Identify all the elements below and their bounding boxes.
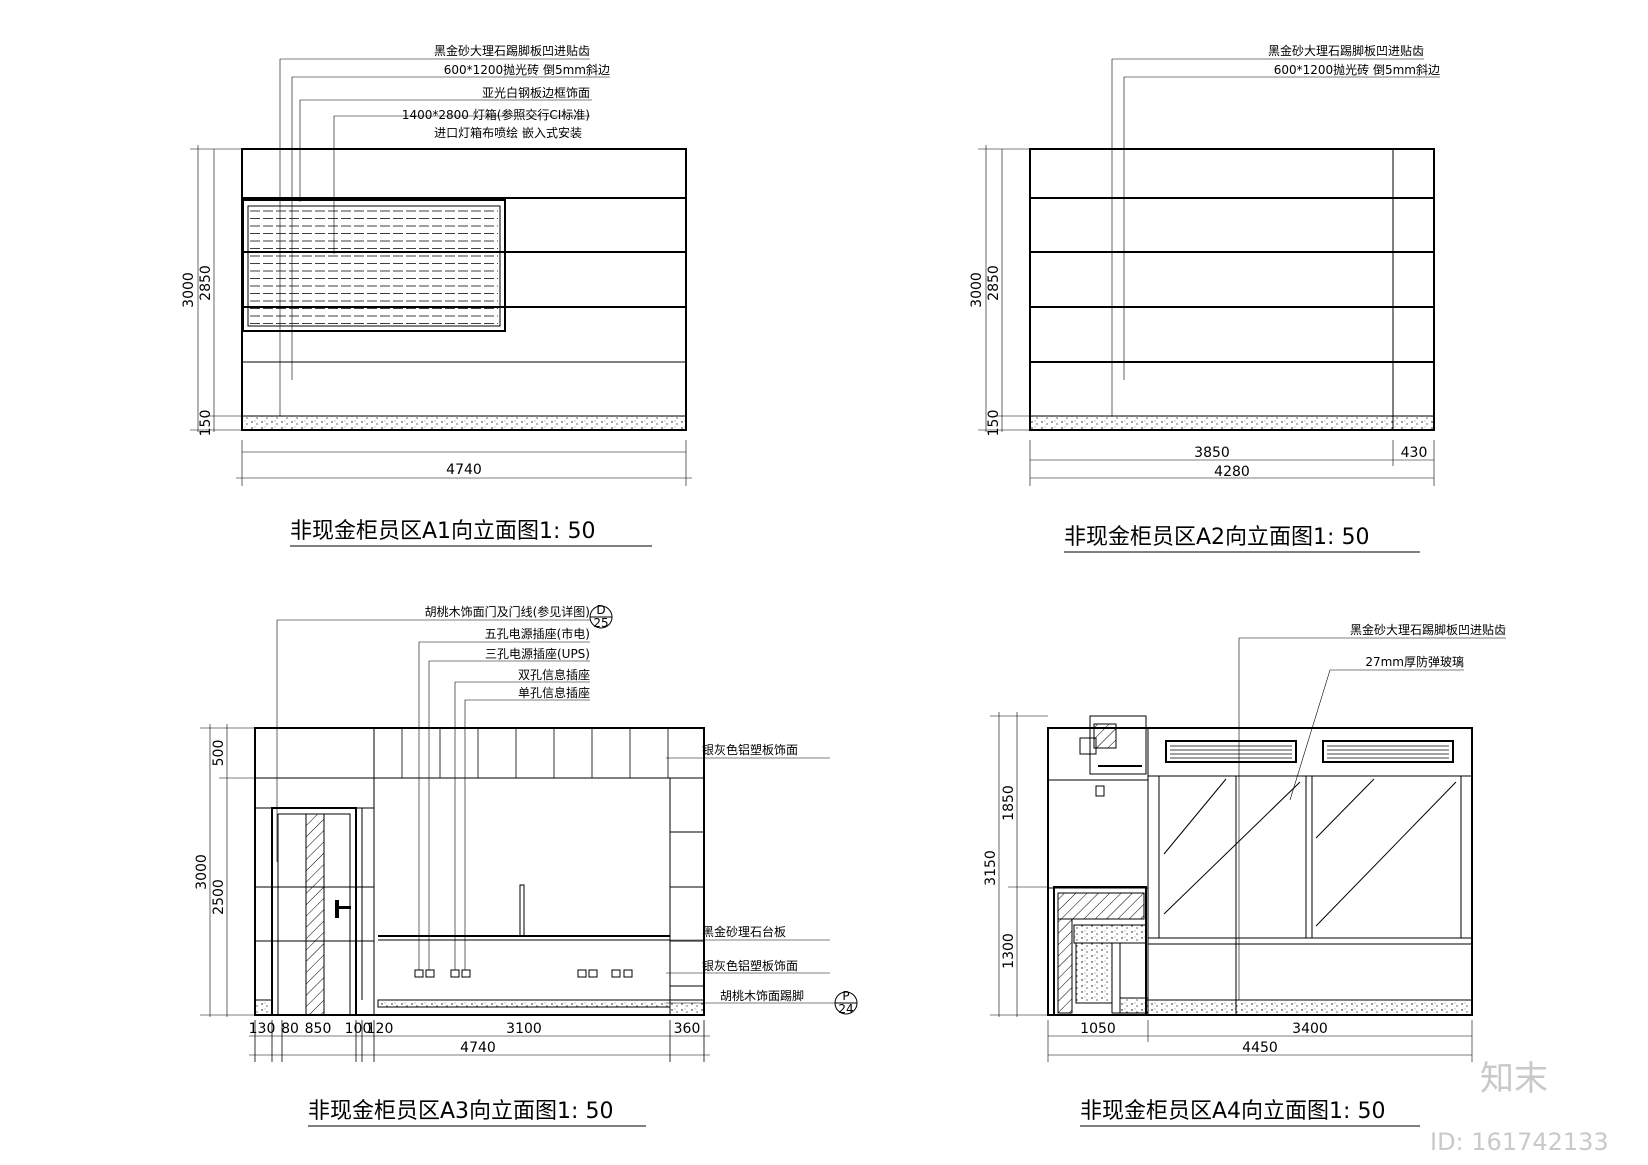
a3-side-note-4: 胡桃木饰面踢脚 bbox=[720, 988, 804, 1003]
a1-note-2: 600*1200抛光砖 倒5mm斜边 bbox=[444, 62, 610, 77]
a4-dim-4450: 4450 bbox=[1242, 1040, 1278, 1056]
a1-lightbox bbox=[242, 199, 506, 332]
a2-dim-3000: 3000 bbox=[969, 272, 985, 308]
a4-dim-3400: 3400 bbox=[1292, 1021, 1328, 1037]
a3-dim-4740: 4740 bbox=[460, 1040, 496, 1056]
a2-note-2: 600*1200抛光砖 倒5mm斜边 bbox=[1274, 62, 1440, 77]
a1-dim-2850: 2850 bbox=[198, 265, 214, 301]
a3-door-handle bbox=[335, 900, 339, 918]
a2-dim-2850: 2850 bbox=[986, 265, 1002, 301]
a3-dim-3000: 3000 bbox=[194, 854, 210, 890]
a2-dim-3850: 3850 bbox=[1194, 445, 1230, 461]
a3-dim-100: 100 bbox=[345, 1021, 372, 1037]
a3-note-4: 双孔信息插座 bbox=[518, 667, 590, 682]
a3-sockets bbox=[414, 969, 633, 978]
a4-equipment bbox=[1089, 715, 1147, 775]
a1-dim-3000: 3000 bbox=[181, 272, 197, 308]
a3-door-glass bbox=[305, 813, 325, 1016]
a3-dim-850: 850 bbox=[305, 1021, 332, 1037]
a1-dim-150: 150 bbox=[198, 410, 214, 437]
drawing-a1: 黑金砂大理石踢脚板凹进贴齿 600*1200抛光砖 倒5mm斜边 亚光白钢板边框… bbox=[181, 43, 692, 547]
a4-skirting bbox=[1147, 999, 1473, 1016]
a3-note-5: 单孔信息插座 bbox=[518, 685, 590, 700]
a4-title: 非现金柜员区A4向立面图1: 50 bbox=[1080, 1099, 1385, 1124]
a4-dim-1850: 1850 bbox=[1001, 785, 1017, 821]
a1-note-1: 黑金砂大理石踢脚板凹进贴齿 bbox=[434, 43, 590, 58]
a1-note-4: 1400*2800 灯箱(参照交行CI标准) bbox=[402, 107, 590, 122]
a3-wall-outline bbox=[254, 727, 705, 1016]
a3-side-note-2: 黑金砂理石台板 bbox=[702, 924, 786, 939]
a2-wall-outline bbox=[1029, 148, 1435, 431]
a4-vent-2 bbox=[1322, 740, 1454, 763]
a1-wall-outline bbox=[241, 148, 687, 431]
a3-dim-360: 360 bbox=[674, 1021, 701, 1037]
a4-dim-1050: 1050 bbox=[1080, 1021, 1116, 1037]
a4-counter-section bbox=[1053, 886, 1147, 1016]
watermark-logo: 知末 bbox=[1480, 1059, 1548, 1099]
a3-side-note-3: 银灰色铝塑板饰面 bbox=[702, 958, 798, 973]
a2-dim-4280: 4280 bbox=[1214, 464, 1250, 480]
a4-glass-1 bbox=[1158, 775, 1307, 939]
a3-detail-ref-top: D bbox=[596, 603, 605, 617]
a3-note-1: 胡桃木饰面门及门线(参见详图) bbox=[425, 604, 590, 619]
a3-dim-80: 80 bbox=[281, 1021, 299, 1037]
a1-dim-4740: 4740 bbox=[446, 462, 482, 478]
a4-note-2: 27mm厚防弹玻璃 bbox=[1365, 654, 1464, 669]
a2-note-1: 黑金砂大理石踢脚板凹进贴齿 bbox=[1268, 43, 1424, 58]
a4-note-1: 黑金砂大理石踢脚板凹进贴齿 bbox=[1350, 622, 1506, 637]
a3-note-2: 五孔电源插座(市电) bbox=[485, 626, 590, 641]
a4-dim-3150: 3150 bbox=[983, 850, 999, 886]
a2-dim-430: 430 bbox=[1401, 445, 1428, 461]
a3-dim-3100: 3100 bbox=[506, 1021, 542, 1037]
a3-side-note-1: 银灰色铝塑板饰面 bbox=[702, 742, 798, 757]
a3-skirting bbox=[377, 999, 671, 1008]
a4-dim-1300: 1300 bbox=[1001, 933, 1017, 969]
a1-skirting bbox=[241, 415, 687, 431]
a4-vent-1 bbox=[1165, 740, 1297, 763]
a3-note-3: 三孔电源插座(UPS) bbox=[485, 646, 590, 661]
a3-detail-ref-2-bottom: 24 bbox=[838, 1002, 853, 1016]
a3-dim-500: 500 bbox=[211, 740, 227, 767]
a1-note-5: 进口灯箱布喷绘 嵌入式安装 bbox=[434, 125, 582, 140]
a3-detail-ref-2-top: P bbox=[842, 989, 849, 1003]
a1-title: 非现金柜员区A1向立面图1: 50 bbox=[290, 519, 595, 544]
a3-detail-ref-bottom: 25 bbox=[593, 616, 608, 630]
a3-title: 非现金柜员区A3向立面图1: 50 bbox=[308, 1099, 613, 1124]
drawing-a3: 胡桃木饰面门及门线(参见详图) 五孔电源插座(市电) 三孔电源插座(UPS) 双… bbox=[194, 603, 858, 1127]
a3-dim-120: 120 bbox=[367, 1021, 394, 1037]
drawing-a2: 黑金砂大理石踢脚板凹进贴齿 600*1200抛光砖 倒5mm斜边 3000 28… bbox=[969, 43, 1440, 553]
watermark-id: ID: 161742133 bbox=[1430, 1128, 1609, 1156]
a3-dim-2500: 2500 bbox=[211, 879, 227, 915]
a2-title: 非现金柜员区A2向立面图1: 50 bbox=[1064, 525, 1369, 550]
a2-skirting bbox=[1029, 415, 1435, 431]
a1-note-3: 亚光白钢板边框饰面 bbox=[482, 85, 590, 100]
a3-dim-130: 130 bbox=[249, 1021, 276, 1037]
a2-dim-150: 150 bbox=[986, 410, 1002, 437]
drawing-a4: 黑金砂大理石踢脚板凹进贴齿 27mm厚防弹玻璃 3150 1850 1300 1… bbox=[983, 622, 1506, 1127]
